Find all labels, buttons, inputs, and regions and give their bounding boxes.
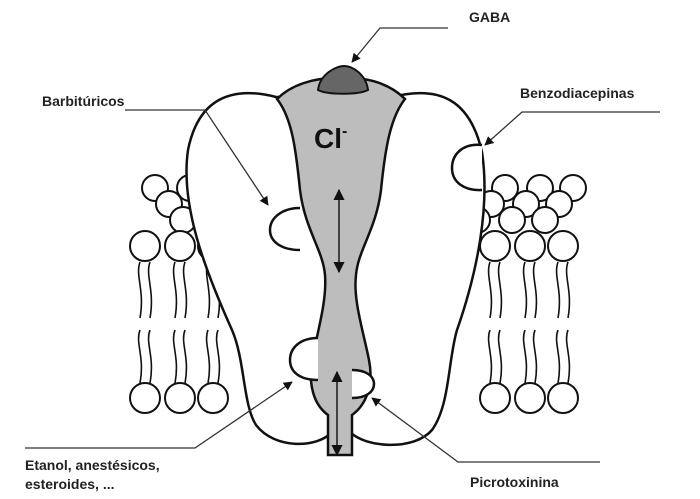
lipid-tail (207, 330, 210, 383)
lipid-tail (174, 330, 177, 383)
lipid-tail (139, 330, 142, 383)
lipid-head (548, 383, 578, 413)
lipid-head (165, 383, 195, 413)
lipid-tail (174, 262, 177, 318)
lipid-tail (184, 330, 187, 383)
lipid-head (515, 231, 545, 261)
etanol-label-line2: esteroides, ... (25, 476, 114, 492)
lipid-tail (567, 330, 570, 383)
lipid-head (165, 231, 195, 261)
lipid-tail (139, 262, 142, 318)
benzodiacepinas-label: Benzodiacepinas (520, 85, 635, 101)
lipid-head (548, 231, 578, 261)
lipid-head (130, 383, 160, 413)
lipid-tail (217, 330, 220, 383)
lipid-tail (489, 330, 492, 383)
gaba-label: GABA (469, 9, 510, 25)
lipid-head (480, 383, 510, 413)
gaba-pointer (352, 28, 448, 62)
etanol-label-line1: Etanol, anestésicos, (25, 457, 160, 473)
lipid-tail (524, 262, 527, 318)
lipid-head (480, 231, 510, 261)
lipid-tail (534, 262, 537, 318)
lipid-tail (149, 330, 152, 383)
gaba-binding-site (318, 66, 368, 94)
lipid-head (130, 231, 160, 261)
picrotoxinina-label: Picrotoxinina (470, 474, 559, 490)
lipid-tail (557, 262, 560, 318)
lipid-tail (534, 330, 537, 383)
lipid-tail (499, 262, 502, 318)
lipid-head (515, 383, 545, 413)
lipid-tail (499, 330, 502, 383)
lipid-head (499, 207, 525, 233)
benzodiacepinas-pointer (485, 112, 660, 145)
lipid-head (198, 383, 228, 413)
lipid-tail (524, 330, 527, 383)
barbituricos-label: Barbitúricos (42, 93, 125, 109)
lipid-tail (567, 262, 570, 318)
lipid-tail (489, 262, 492, 318)
lipid-tail (557, 330, 560, 383)
lipid-tail (149, 262, 152, 318)
lipid-head (532, 207, 558, 233)
lipid-tail (184, 262, 187, 318)
